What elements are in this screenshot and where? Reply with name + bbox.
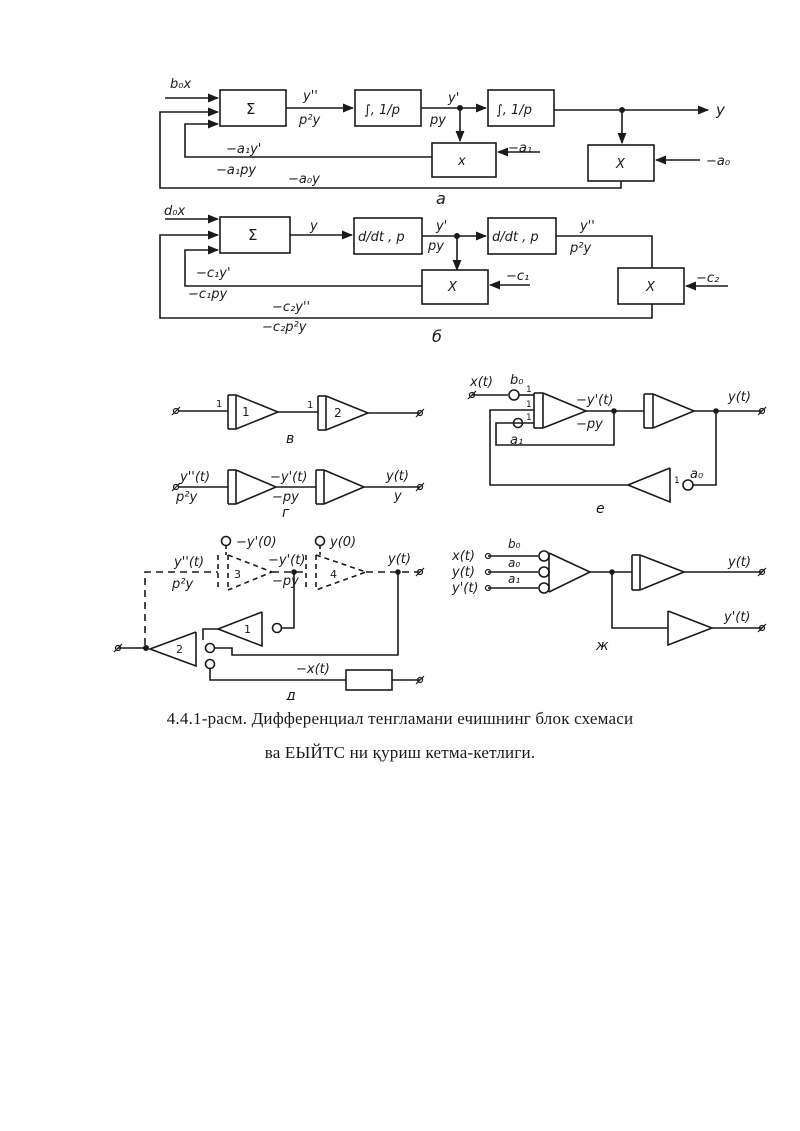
a-sig-y1: y' bbox=[447, 91, 459, 106]
d-amp4-num: 4 bbox=[330, 568, 337, 581]
v-amp1-num: 1 bbox=[242, 405, 250, 419]
g-in-top: y''(t) bbox=[179, 470, 210, 485]
diagram-zh bbox=[488, 550, 762, 647]
b-diff2-label: d/dt , p bbox=[492, 230, 539, 245]
b-fb2-upper: −c₂y'' bbox=[272, 300, 310, 315]
e-a1: a₁ bbox=[510, 433, 523, 448]
zh-in3: y'(t) bbox=[451, 581, 479, 596]
figure-caption-line-1: 4.4.1-расм. Дифференциал тенгламани ечиш… bbox=[166, 709, 634, 728]
b-coef1: −c₁ bbox=[506, 269, 529, 284]
e-diagram-label: е bbox=[596, 501, 605, 517]
e-mid-top: −y'(t) bbox=[576, 393, 613, 408]
d-out: y(t) bbox=[387, 552, 411, 567]
diagram-v bbox=[178, 394, 420, 431]
b-sig-y1: y' bbox=[435, 219, 447, 234]
a-mul2-label: X bbox=[615, 157, 626, 172]
a-sig-p2y: p²y bbox=[298, 113, 320, 128]
a-int2-label: ∫, 1/p bbox=[496, 103, 532, 118]
b-fb1-lower: −c₁py bbox=[188, 287, 228, 302]
b-fb1-upper: −c₁y' bbox=[196, 266, 231, 281]
v-diagram-label: в bbox=[286, 431, 294, 447]
d-x-input: −x(t) bbox=[296, 662, 330, 677]
a-input-label: b₀x bbox=[170, 77, 191, 92]
zh-out1: y(t) bbox=[727, 555, 751, 570]
a-diagram-label: a bbox=[436, 189, 446, 208]
zh-in1: x(t) bbox=[451, 549, 475, 564]
diagram-d bbox=[118, 535, 420, 691]
b-diff1-label: d/dt , p bbox=[358, 230, 405, 245]
d-amp3-num: 3 bbox=[234, 568, 241, 581]
v-amp2-num: 2 bbox=[334, 406, 342, 420]
b-sig-y2: y'' bbox=[579, 219, 595, 234]
zh-in2: y(t) bbox=[451, 565, 475, 580]
diagram-a bbox=[159, 89, 710, 189]
zh-diagram-label: ж bbox=[595, 638, 609, 654]
block-diagram-figure: b₀x Σ ∫, 1/p ∫, 1/p y'' p²y y' py y x X … bbox=[113, 77, 767, 700]
g-in-bot: p²y bbox=[175, 490, 197, 505]
b-sum-symbol: Σ bbox=[248, 226, 257, 244]
a-sum-symbol: Σ bbox=[246, 100, 255, 118]
diagram-g bbox=[178, 469, 420, 505]
a-output-y: y bbox=[715, 101, 726, 119]
d-diagram-label: д bbox=[285, 688, 296, 700]
d-ic2: y(0) bbox=[329, 535, 356, 550]
g-mid-top: −y'(t) bbox=[270, 470, 307, 485]
d-ic1: −y'(0) bbox=[236, 535, 277, 550]
a-int1-label: ∫, 1/p bbox=[364, 103, 400, 118]
d-in-top: y''(t) bbox=[173, 555, 204, 570]
diagram-b bbox=[159, 214, 728, 319]
b-sig-py: py bbox=[427, 239, 444, 254]
zh-a0: a₀ bbox=[508, 556, 520, 570]
a-mul1-label: x bbox=[457, 154, 466, 169]
v-in2-num: 1 bbox=[307, 400, 313, 411]
d-amp1-num: 1 bbox=[244, 623, 251, 636]
g-out-bot: y bbox=[393, 489, 402, 504]
zh-b0: b₀ bbox=[508, 537, 521, 551]
e-b0: b₀ bbox=[510, 373, 524, 388]
figure-caption-line-2: ва ЕЫЙТС ни қуриш кетма-кетлиги. bbox=[264, 743, 536, 762]
g-diagram-label: г bbox=[282, 505, 290, 521]
b-multiplier-1 bbox=[421, 269, 489, 305]
a-sig-y2: y'' bbox=[302, 89, 318, 104]
e-n3: 1 bbox=[526, 413, 532, 423]
a-fb1-lower: −a₁py bbox=[216, 163, 256, 178]
b-mul2-label: X bbox=[645, 280, 656, 295]
b-multiplier-2 bbox=[617, 267, 685, 305]
zh-out2: y'(t) bbox=[723, 610, 751, 625]
d-in-bot: p²y bbox=[171, 577, 193, 592]
g-out-top: y(t) bbox=[385, 469, 409, 484]
a-integrator-2 bbox=[487, 89, 555, 127]
e-x-input: x(t) bbox=[469, 375, 493, 390]
e-n2: 1 bbox=[526, 400, 532, 410]
b-sig-y: y bbox=[309, 219, 318, 234]
diagram-e bbox=[472, 389, 762, 504]
b-mul1-label: X bbox=[447, 280, 458, 295]
b-fb2-lower: −c₂p²y bbox=[262, 320, 307, 335]
a-fb0: −a₀y bbox=[288, 172, 320, 187]
e-n4: 1 bbox=[674, 476, 680, 486]
d-mid-top: −y'(t) bbox=[268, 553, 305, 568]
a-fb1-upper: −a₁y' bbox=[226, 142, 261, 157]
d-mid-bot: −py bbox=[272, 574, 299, 589]
d-amp2-num: 2 bbox=[176, 643, 183, 656]
a-multiplier-1 bbox=[431, 142, 497, 178]
a-coef1: −a₁ bbox=[508, 141, 532, 156]
a-coef0: −a₀ bbox=[706, 154, 731, 169]
zh-a1: a₁ bbox=[508, 572, 520, 586]
d-input-block bbox=[345, 669, 393, 691]
g-mid-bot: −py bbox=[272, 490, 299, 505]
b-diagram-label: б bbox=[432, 327, 442, 346]
e-a0: a₀ bbox=[690, 467, 704, 482]
b-sig-p2y: p²y bbox=[569, 241, 591, 256]
b-input-label: d₀x bbox=[164, 204, 185, 219]
a-sig-py: py bbox=[429, 113, 446, 128]
e-n1: 1 bbox=[526, 385, 532, 395]
e-mid-bot: −py bbox=[576, 417, 603, 432]
b-coef2: −c₂ bbox=[696, 271, 719, 286]
v-in1-num: 1 bbox=[216, 399, 222, 410]
e-out: y(t) bbox=[727, 390, 751, 405]
